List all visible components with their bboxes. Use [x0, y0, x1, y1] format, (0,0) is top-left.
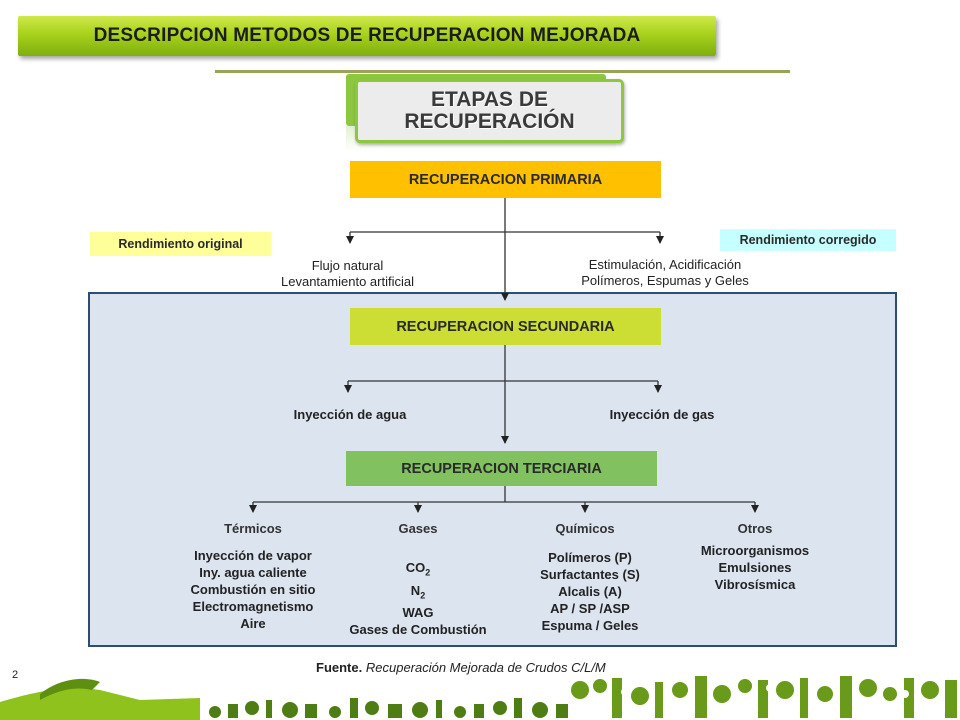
list-item: Emulsiones	[718, 560, 792, 575]
water-injection-label: Inyección de agua	[293, 407, 407, 422]
gas-injection-label: Inyección de gas	[609, 407, 715, 422]
list-item: Polímeros (P)	[548, 550, 632, 565]
thermal-method-list: Inyección de vapor Iny. agua caliente Co…	[163, 547, 343, 632]
primary-left-text: Flujo natural Levantamiento artificial	[255, 258, 440, 290]
list-item: Electromagnetismo	[192, 599, 314, 614]
page-number: 2	[12, 669, 19, 681]
list-item: Combustión en sitio	[190, 582, 316, 597]
list-item: Surfactantes (S)	[540, 567, 640, 582]
thermal-category-title: Térmicos	[224, 521, 282, 536]
stage-title-line2: RECUPERACIÓN	[404, 110, 575, 133]
natural-flow-label: Flujo natural	[311, 258, 384, 273]
corrected-yield-tag: Rendimiento corregido	[720, 229, 896, 251]
chemical-category-title: Químicos	[555, 521, 615, 536]
corrected-yield-label: Rendimiento corregido	[739, 233, 877, 247]
tertiary-recovery-label: RECUPERACION TERCIARIA	[401, 460, 602, 477]
source-caption: Fuente. Recuperación Mejorada de Crudos …	[316, 660, 606, 675]
source-label: Fuente.	[316, 660, 363, 675]
primary-right-text: Estimulación, Acidificación Polímeros, E…	[555, 257, 775, 289]
list-item: Alcalis (A)	[558, 584, 622, 599]
chemical-method-list: Polímeros (P) Surfactantes (S) Alcalis (…	[500, 549, 680, 634]
others-method-list: Microorganismos Emulsiones Vibrosísmica	[660, 542, 850, 593]
gases-method-list: CO2 N2 WAG Gases de Combustión	[328, 559, 508, 638]
source-text: Recuperación Mejorada de Crudos C/L/M	[365, 660, 606, 675]
list-item: Espuma / Geles	[541, 618, 639, 633]
tertiary-recovery-box: RECUPERACION TERCIARIA	[346, 451, 657, 486]
list-item: CO2	[405, 560, 431, 578]
gases-category-title: Gases	[398, 521, 438, 536]
divider-line	[215, 70, 790, 73]
stimulation-label: Estimulación, Acidificación	[588, 257, 742, 272]
list-item: Aire	[240, 616, 266, 631]
list-item: Microorganismos	[700, 543, 810, 558]
stage-title-box: ETAPAS DE RECUPERACIÓN	[355, 79, 624, 143]
original-yield-label: Rendimiento original	[118, 237, 243, 251]
stage-title-line1: ETAPAS DE	[430, 88, 549, 111]
list-item: N2	[410, 582, 426, 601]
original-yield-tag: Rendimiento original	[90, 232, 271, 256]
list-item: AP / SP /ASP	[550, 601, 630, 616]
iguana-icon	[0, 688, 200, 720]
primary-recovery-label: RECUPERACION PRIMARIA	[408, 171, 603, 188]
artificial-lift-label: Levantamiento artificial	[281, 274, 414, 289]
title-banner: DESCRIPCION METODOS DE RECUPERACION MEJO…	[18, 16, 716, 56]
primary-recovery-box: RECUPERACION PRIMARIA	[350, 161, 661, 198]
list-item: Gases de Combustión	[349, 622, 487, 638]
decorative-footer	[0, 676, 960, 720]
secondary-recovery-label: RECUPERACION SECUNDARIA	[396, 318, 615, 335]
list-item: Vibrosísmica	[714, 577, 796, 592]
page-title: DESCRIPCION METODOS DE RECUPERACION MEJO…	[93, 25, 641, 46]
others-category-title: Otros	[737, 521, 773, 536]
polymers-foams-label: Polímeros, Espumas y Geles	[581, 273, 749, 288]
secondary-recovery-box: RECUPERACION SECUNDARIA	[350, 308, 661, 345]
list-item: WAG	[402, 605, 434, 621]
list-item: Iny. agua caliente	[199, 565, 307, 580]
list-item: Inyección de vapor	[194, 548, 312, 563]
